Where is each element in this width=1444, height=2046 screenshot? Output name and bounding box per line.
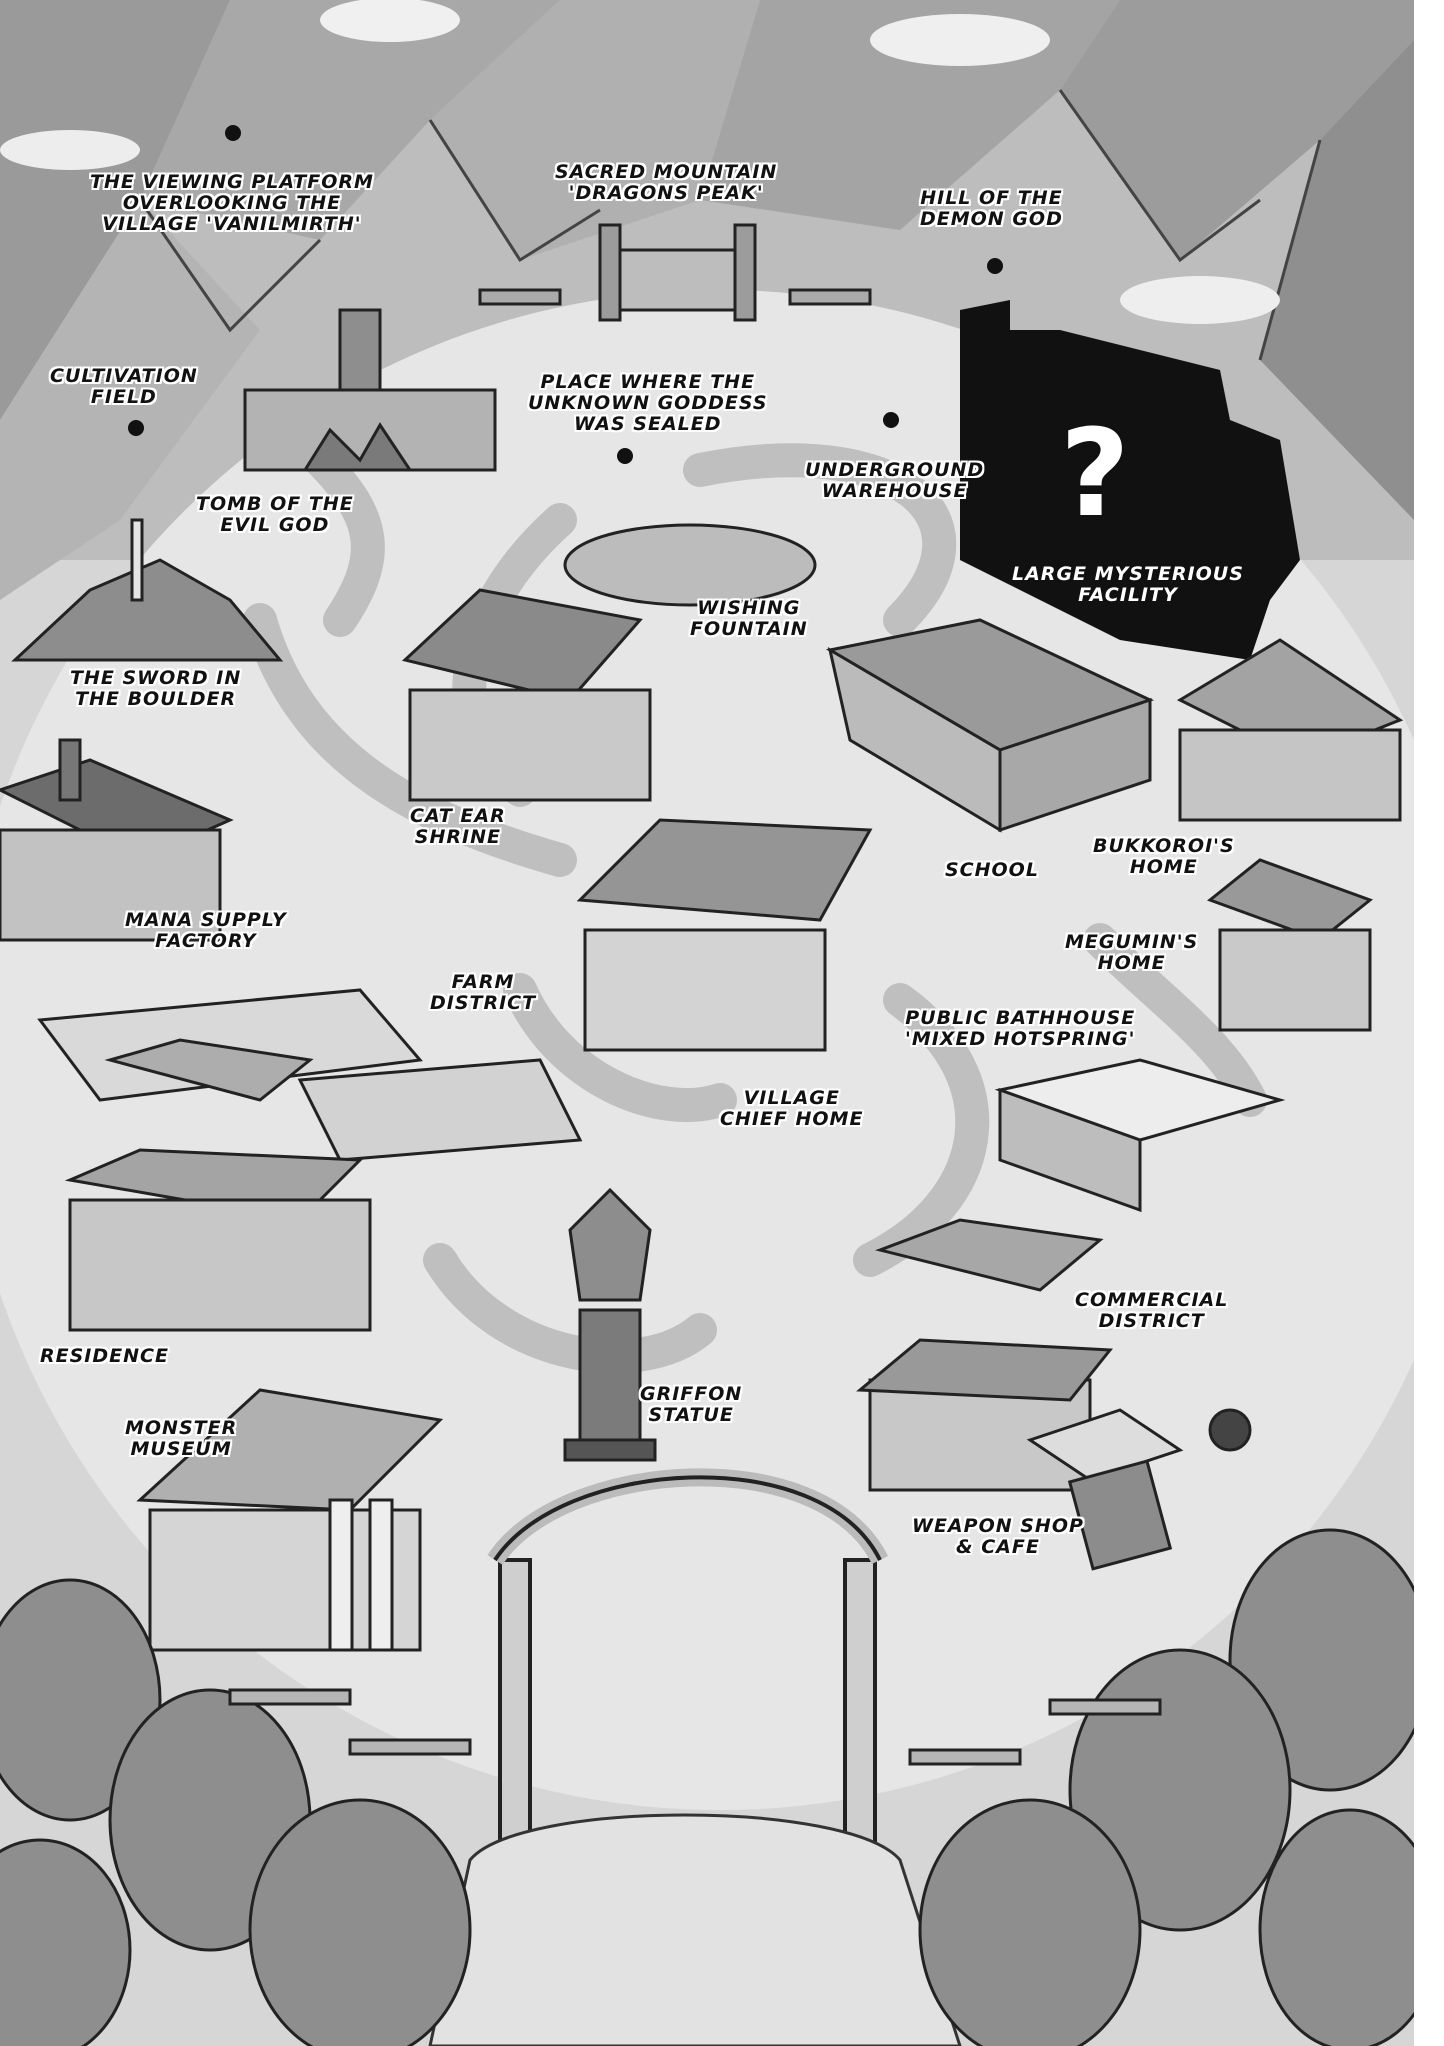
page-margin [1414, 0, 1444, 2046]
bukkoroi-home-building [1176, 638, 1404, 822]
label-large-mysterious-facility[interactable]: LARGE MYSTERIOUS FACILITY [1012, 563, 1244, 606]
school-building [825, 618, 1155, 833]
label-village-chief-home[interactable]: VILLAGE CHIEF HOME [720, 1087, 864, 1130]
cobblestone-plaza [428, 1813, 962, 2046]
label-cat-ear-shrine[interactable]: CAT EAR SHRINE [410, 805, 506, 848]
tomb-of-the-evil-god [243, 308, 497, 472]
mystery-question-mark: ? [1060, 405, 1131, 544]
marker-cultivation-field[interactable] [128, 420, 144, 436]
marker-unknown-goddess[interactable] [617, 448, 633, 464]
griffon-statue-figure [563, 1187, 657, 1462]
wishing-fountain-pool [563, 523, 817, 607]
label-viewing-platform[interactable]: THE VIEWING PLATFORM OVERLOOKING THE VIL… [90, 171, 374, 235]
label-cultivation-field[interactable]: CULTIVATION FIELD [50, 365, 198, 408]
dragons-peak-gate [478, 223, 872, 322]
label-hill-demon-god[interactable]: HILL OF THE DEMON GOD [920, 187, 1063, 230]
residence-houses [64, 1038, 372, 1332]
sword-in-boulder [11, 518, 284, 662]
label-residence[interactable]: RESIDENCE [40, 1345, 169, 1367]
mana-factory-building [0, 738, 234, 942]
label-tomb-evil-god[interactable]: TOMB OF THE EVIL GOD [196, 493, 354, 536]
wooden-fences [228, 1688, 1162, 1766]
megumin-home-building [1206, 858, 1374, 1032]
label-monster-museum[interactable]: MONSTER MUSEUM [125, 1417, 238, 1460]
marker-viewing-platform[interactable] [225, 125, 241, 141]
farm-fields [37, 988, 583, 1162]
label-griffon-statue[interactable]: GRIFFON STATUE [640, 1383, 743, 1426]
label-public-bathhouse[interactable]: PUBLIC BATHHOUSE 'MIXED HOTSPRING' [905, 1007, 1136, 1050]
mysterious-facility-silhouette [960, 300, 1300, 660]
label-weapon-shop-cafe[interactable]: WEAPON SHOP & CAFE [912, 1515, 1084, 1558]
label-farm-district[interactable]: FARM DISTRICT [430, 971, 537, 1014]
label-school[interactable]: SCHOOL [945, 859, 1039, 881]
label-underground-warehouse[interactable]: UNDERGROUND WAREHOUSE [805, 459, 985, 502]
label-sword-in-boulder[interactable]: THE SWORD IN THE BOULDER [70, 667, 242, 710]
label-bukkorois-home[interactable]: BUKKOROI'S HOME [1093, 835, 1235, 878]
label-mana-supply-factory[interactable]: MANA SUPPLY FACTORY [125, 909, 287, 952]
label-wishing-fountain[interactable]: WISHING FOUNTAIN [690, 597, 808, 640]
label-unknown-goddess[interactable]: PLACE WHERE THE UNKNOWN GODDESS WAS SEAL… [528, 371, 768, 435]
bathhouse-pool [994, 1058, 1286, 1213]
forest-trees [0, 1528, 1442, 2046]
cat-ear-shrine-building [401, 588, 652, 802]
marker-underground-warehouse[interactable] [883, 412, 899, 428]
label-sacred-mountain[interactable]: SACRED MOUNTAIN 'DRAGONS PEAK' [555, 161, 778, 204]
label-commercial-district[interactable]: COMMERCIAL DISTRICT [1075, 1289, 1229, 1332]
weapon-shop-items [1026, 1408, 1252, 1571]
label-megumins-home[interactable]: MEGUMIN'S HOME [1065, 931, 1199, 974]
marker-hill-demon-god[interactable] [987, 258, 1003, 274]
commercial-houses [856, 1218, 1113, 1492]
village-chief-home-building [576, 818, 873, 1052]
monster-museum-building [136, 1388, 444, 1652]
village-arch-gate [487, 1468, 889, 1862]
